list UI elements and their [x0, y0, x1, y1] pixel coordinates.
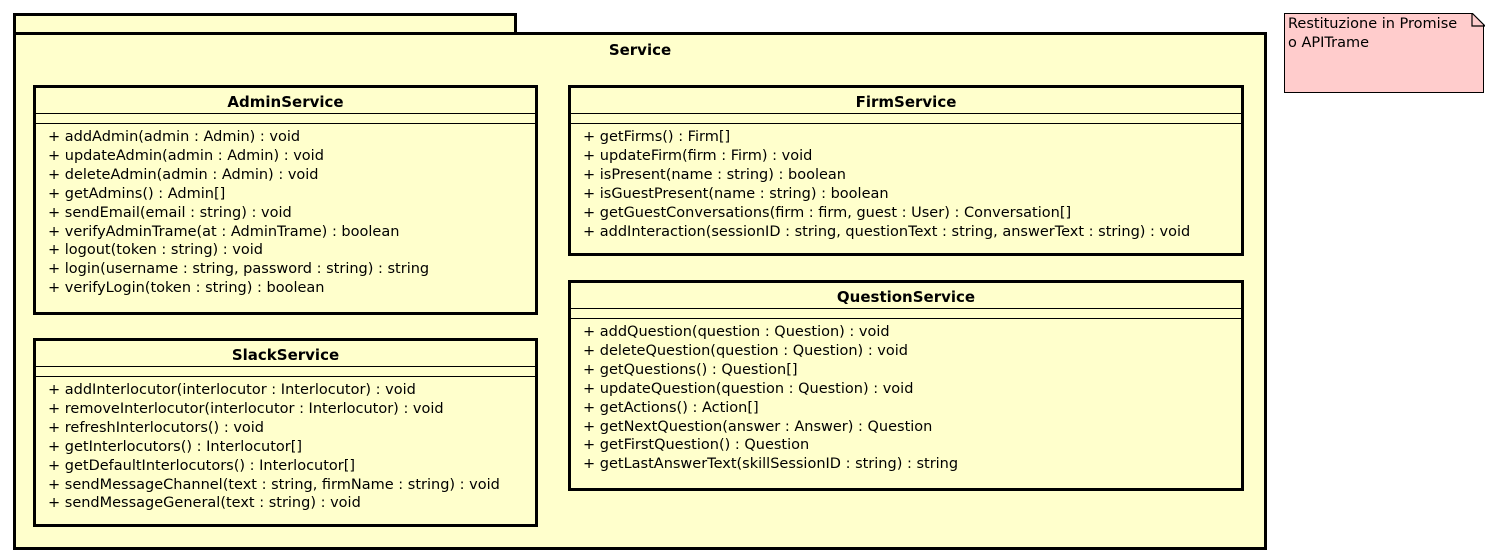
- operation: + deleteAdmin(admin : Admin) : void: [48, 166, 319, 183]
- operation: + deleteQuestion(question : Question) : …: [583, 342, 908, 359]
- package-name: Service: [608, 41, 672, 59]
- operation: + sendEmail(email : string) : void: [48, 204, 292, 221]
- operation: + isPresent(name : string) : boolean: [583, 166, 846, 183]
- note-fold-icon: [1471, 13, 1485, 27]
- class-slackservice: SlackService + addInterlocutor(interlocu…: [33, 338, 538, 527]
- operations-compartment: + addInterlocutor(interlocutor : Interlo…: [36, 377, 535, 513]
- operation: + getActions() : Action[]: [583, 399, 759, 416]
- package-tab: [13, 13, 517, 34]
- attributes-compartment: [571, 114, 1241, 124]
- operations-compartment: + addAdmin(admin : Admin) : void + updat…: [36, 124, 535, 298]
- operation: + updateAdmin(admin : Admin) : void: [48, 147, 324, 164]
- attributes-compartment: [571, 309, 1241, 319]
- class-name: SlackService: [36, 341, 535, 367]
- operation: + updateFirm(firm : Firm) : void: [583, 147, 813, 164]
- operation: + getLastAnswerText(skillSessionID : str…: [583, 456, 959, 473]
- operation: + addQuestion(question : Question) : voi…: [583, 324, 890, 340]
- operation: + getQuestions() : Question[]: [583, 361, 798, 378]
- operation: + refreshInterlocutors() : void: [48, 419, 265, 436]
- class-name: AdminService: [36, 88, 535, 114]
- operation: + getInterlocutors() : Interlocutor[]: [48, 438, 303, 455]
- operation: + getAdmins() : Admin[]: [48, 185, 226, 202]
- attributes-compartment: [36, 114, 535, 124]
- operation: + getDefaultInterlocutors() : Interlocut…: [48, 457, 356, 474]
- class-firmservice: FirmService + getFirms() : Firm[] + upda…: [568, 85, 1244, 256]
- operation: + verifyLogin(token : string) : boolean: [48, 280, 325, 297]
- note-line: o APITrame: [1288, 35, 1370, 51]
- operations-compartment: + addQuestion(question : Question) : voi…: [571, 319, 1241, 474]
- operation: + getNextQuestion(answer : Answer) : Que…: [583, 418, 933, 435]
- operation: + getFirstQuestion() : Question: [583, 437, 810, 454]
- operation: + login(username : string, password : st…: [48, 261, 430, 278]
- operations-compartment: + getFirms() : Firm[] + updateFirm(firm …: [571, 124, 1241, 241]
- class-adminservice: AdminService + addAdmin(admin : Admin) :…: [33, 85, 538, 315]
- operation: + logout(token : string) : void: [48, 242, 263, 259]
- operation: + addAdmin(admin : Admin) : void: [48, 129, 301, 145]
- operation: + updateQuestion(question : Question) : …: [583, 380, 914, 397]
- operation: + sendMessageChannel(text : string, firm…: [48, 476, 500, 493]
- class-name: QuestionService: [571, 283, 1241, 309]
- operation: + verifyAdminTrame(at : AdminTrame) : bo…: [48, 223, 400, 240]
- operation: + sendMessageGeneral(text : string) : vo…: [48, 495, 361, 512]
- operation: + getGuestConversations(firm : firm, gue…: [583, 204, 1072, 221]
- class-name: FirmService: [571, 88, 1241, 114]
- operation: + removeInterlocutor(interlocutor : Inte…: [48, 400, 444, 417]
- operation: + getFirms() : Firm[]: [583, 129, 731, 145]
- note-line: Restituzione in Promise: [1288, 16, 1458, 32]
- operation: + addInterlocutor(interlocutor : Interlo…: [48, 382, 416, 398]
- operation: + addInteraction(sessionID : string, que…: [583, 223, 1191, 240]
- class-questionservice: QuestionService + addQuestion(question :…: [568, 280, 1244, 491]
- note-text: Restituzione in Promise o APITrame: [1288, 15, 1478, 53]
- attributes-compartment: [36, 367, 535, 377]
- note: [1284, 13, 1484, 93]
- operation: + isGuestPresent(name : string) : boolea…: [583, 185, 889, 202]
